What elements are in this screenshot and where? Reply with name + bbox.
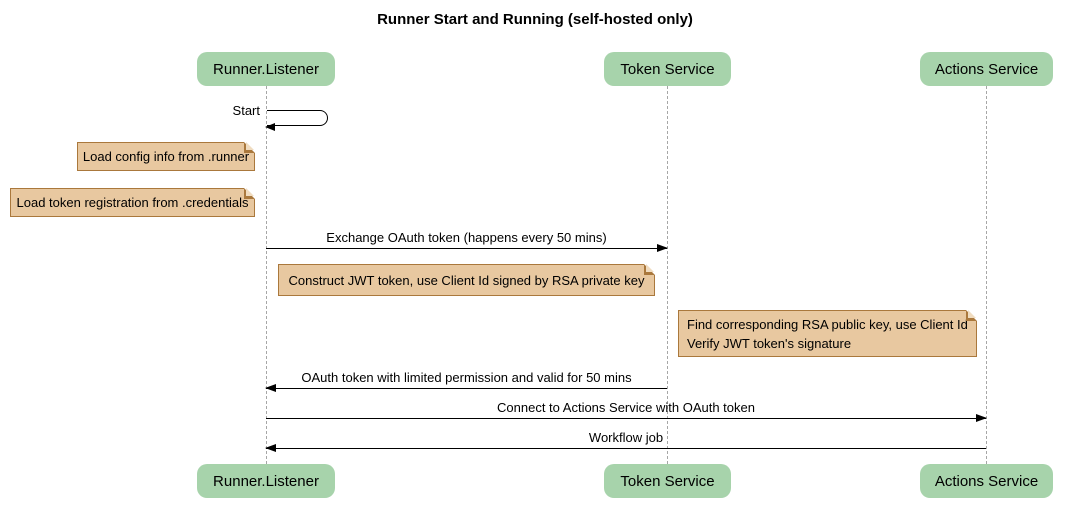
- note-construct-jwt-token: Construct JWT token, use Client Id signe…: [278, 264, 655, 296]
- note-text-line2: Verify JWT token's signature: [687, 336, 852, 351]
- note-text: Load token registration from .credential…: [16, 195, 249, 210]
- participant-runner-listener-top: Runner.Listener: [197, 52, 335, 86]
- arrowhead-left-icon: [265, 383, 276, 392]
- arrowhead-left-icon: [265, 123, 275, 131]
- message-label: Exchange OAuth token (happens every 50 m…: [326, 230, 607, 245]
- note-text-line1: Find corresponding RSA public key, use C…: [687, 317, 968, 332]
- participant-label: Token Service: [620, 472, 715, 490]
- participant-runner-listener-bottom: Runner.Listener: [197, 464, 335, 498]
- note-fold: [246, 142, 254, 150]
- participant-label: Runner.Listener: [213, 60, 319, 78]
- message-workflow-job: Workflow job: [265, 430, 986, 452]
- note-fold: [646, 264, 654, 272]
- participant-label: Runner.Listener: [213, 472, 319, 490]
- note-text: Load config info from .runner: [82, 149, 250, 164]
- note-text: Construct JWT token, use Client Id signe…: [288, 272, 645, 288]
- participant-actions-service-bottom: Actions Service: [920, 464, 1053, 498]
- diagram-title: Runner Start and Running (self-hosted on…: [377, 11, 693, 28]
- participant-label: Actions Service: [934, 472, 1039, 490]
- message-start-label: Start: [232, 103, 260, 118]
- note-find-rsa-public-key: Find corresponding RSA public key, use C…: [678, 310, 977, 357]
- message-exchange-oauth-token: Exchange OAuth token (happens every 50 m…: [266, 230, 668, 252]
- note-load-token-registration: Load token registration from .credential…: [10, 188, 255, 217]
- note-load-config-info: Load config info from .runner: [77, 142, 255, 171]
- lifeline-token-service: [667, 86, 668, 464]
- participant-actions-service-top: Actions Service: [920, 52, 1053, 86]
- message-label: Workflow job: [588, 430, 664, 445]
- message-connect-actions-service: Connect to Actions Service with OAuth to…: [266, 400, 987, 422]
- arrowhead-right-icon: [976, 413, 987, 422]
- message-line: [266, 413, 987, 422]
- lifeline-runner-listener: [266, 86, 267, 464]
- participant-token-service-bottom: Token Service: [604, 464, 731, 498]
- note-fold: [246, 188, 254, 196]
- arrowhead-right-icon: [657, 243, 668, 252]
- note-fold: [968, 310, 976, 318]
- message-label: OAuth token with limited permission and …: [301, 370, 632, 385]
- message-line: [265, 443, 986, 452]
- participant-label: Actions Service: [934, 60, 1039, 78]
- participant-token-service-top: Token Service: [604, 52, 731, 86]
- message-line: [266, 243, 668, 252]
- message-start-self-loop: [265, 110, 328, 131]
- message-label: Connect to Actions Service with OAuth to…: [497, 400, 755, 415]
- arrowhead-left-icon: [265, 443, 276, 452]
- message-oauth-token-return: OAuth token with limited permission and …: [265, 370, 667, 392]
- lifeline-actions-service: [986, 86, 987, 464]
- message-line: [265, 383, 667, 392]
- participant-label: Token Service: [620, 60, 715, 78]
